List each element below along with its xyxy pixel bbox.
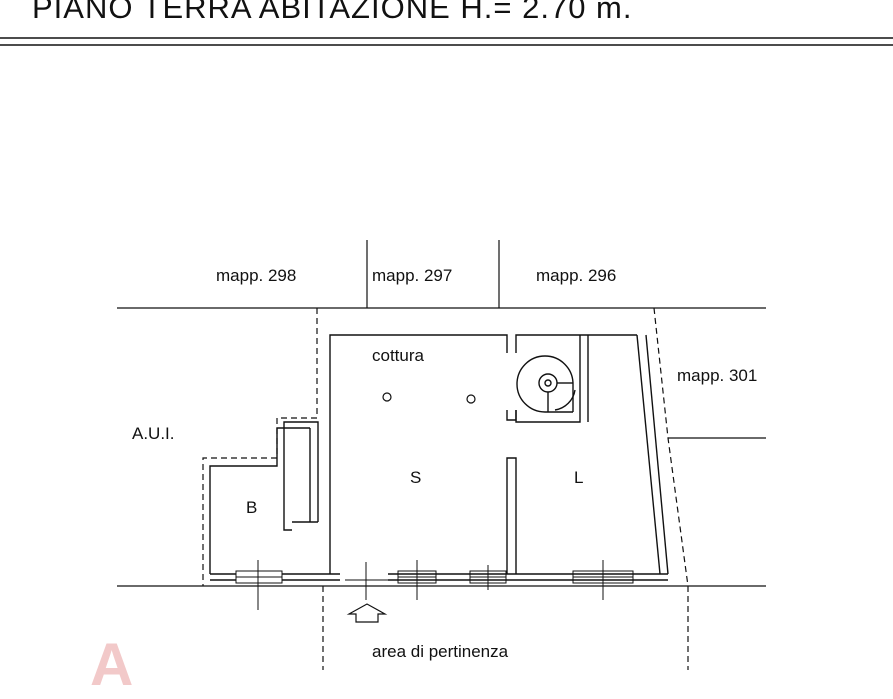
floor-plan bbox=[0, 37, 893, 670]
area-label: area di pertinenza bbox=[372, 642, 509, 661]
window-b bbox=[235, 560, 283, 610]
column-icon bbox=[382, 392, 392, 402]
window-l bbox=[572, 560, 634, 600]
room-l-walls bbox=[515, 334, 669, 575]
parcel-label-297: mapp. 297 bbox=[372, 266, 453, 285]
drawing-title: PIANO TERRA ABITAZIONE H.= 2.70 m. bbox=[32, 0, 633, 25]
window-s1 bbox=[397, 560, 437, 600]
room-s-walls bbox=[283, 334, 637, 574]
entrance-arrow bbox=[346, 603, 388, 623]
aui-label: A.U.I. bbox=[132, 424, 175, 443]
kitchen-label: cottura bbox=[372, 346, 424, 365]
parcel-label-298: mapp. 298 bbox=[216, 266, 297, 285]
window-s2 bbox=[469, 565, 507, 590]
room-label-s: S bbox=[410, 468, 422, 487]
parcel-label-296: mapp. 296 bbox=[536, 266, 617, 285]
entrance-door bbox=[345, 562, 388, 600]
parcel-label-301: mapp. 301 bbox=[677, 366, 758, 385]
spiral-staircase-icon bbox=[516, 355, 576, 413]
room-label-l: L bbox=[574, 468, 584, 487]
column-icon bbox=[466, 394, 476, 404]
property-boundary bbox=[202, 307, 689, 670]
room-label-b: B bbox=[246, 498, 258, 517]
front-wall bbox=[210, 573, 668, 581]
room-b-walls bbox=[209, 427, 311, 574]
